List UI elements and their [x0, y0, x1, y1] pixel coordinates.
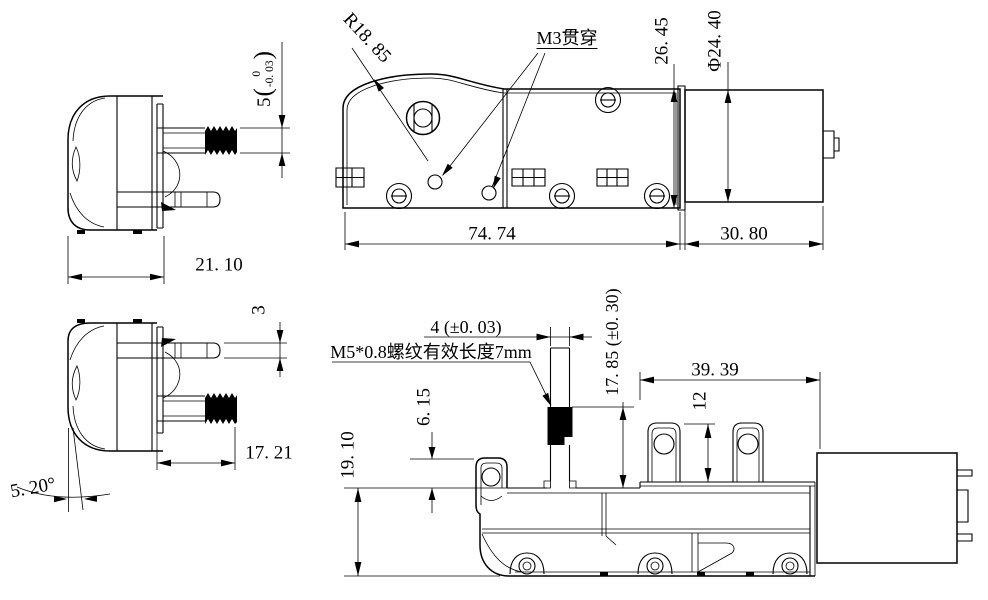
dim-mount-span-value: 39. 39 — [691, 359, 739, 381]
dim-ear-height: 12 — [689, 391, 711, 411]
front-view — [332, 327, 973, 577]
label-m3-through: M3贯穿 — [536, 28, 598, 49]
tolerance-paren-close: ) — [249, 51, 277, 60]
dim-motor-diameter: Φ24. 40 — [704, 10, 726, 72]
dim-tab-thickness-value: 3 — [248, 305, 270, 315]
dim-gearbox-length: 74. 74 — [468, 225, 516, 244]
dim-gearbox-length-value: 74. 74 — [468, 223, 516, 245]
dim-ear-height-value: 12 — [689, 391, 711, 411]
dim-body-height-value: 19. 10 — [337, 431, 359, 479]
side-view — [67, 42, 290, 284]
top-view — [335, 47, 840, 250]
dim-stud-height-value: 17. 85 (±0. 30) — [602, 288, 622, 396]
label-thread-note: M5*0.8螺纹有效长度7mm — [330, 343, 532, 361]
screw-bosses — [509, 552, 808, 575]
label-m3-through-text: M3贯穿 — [536, 28, 598, 48]
dim-shaft-diameter: 5 ( 0 -0. 03 ) — [249, 51, 277, 108]
screw-heads — [385, 86, 671, 210]
tolerance-upper: 0 — [250, 70, 263, 77]
dim-motor-diameter-value: Φ24. 40 — [704, 10, 726, 72]
dim-stud-height: 17. 85 (±0. 30) — [602, 288, 622, 396]
side-pads — [335, 167, 629, 188]
dim-body-width: 26. 45 — [651, 17, 673, 65]
dim-stud-diameter: 4 (±0. 03) — [430, 318, 501, 336]
dim-plate-offset: 6. 15 — [413, 388, 435, 426]
dim-shaft-length: 17. 21 — [245, 444, 293, 463]
dim-motor-length-value: 30. 80 — [720, 223, 768, 245]
label-thread-note-text: M5*0.8螺纹有效长度7mm — [330, 342, 532, 362]
dim-tab-thickness: 3 — [248, 305, 270, 315]
tolerance-paren-open: ( — [249, 88, 277, 97]
dim-motor-length: 30. 80 — [720, 225, 768, 244]
dim-mount-span: 39. 39 — [691, 361, 739, 380]
dim-body-height: 19. 10 — [337, 431, 359, 479]
dim-body-width-value: 26. 45 — [651, 17, 673, 65]
dim-stud-diameter-value: 4 (±0. 03) — [430, 317, 502, 337]
tolerance-lower: -0. 03 — [264, 60, 276, 88]
dim-shaft-dia-value: 5 — [253, 97, 275, 108]
side-view-flipped — [16, 319, 287, 512]
tolerance-stack: 0 -0. 03 — [251, 60, 277, 87]
dim-side-width-value: 21. 10 — [195, 254, 243, 276]
dim-plate-offset-value: 6. 15 — [413, 388, 435, 426]
dim-shaft-length-value: 17. 21 — [245, 442, 293, 464]
mounting-ears — [647, 422, 764, 482]
dim-side-width: 21. 10 — [195, 256, 243, 275]
